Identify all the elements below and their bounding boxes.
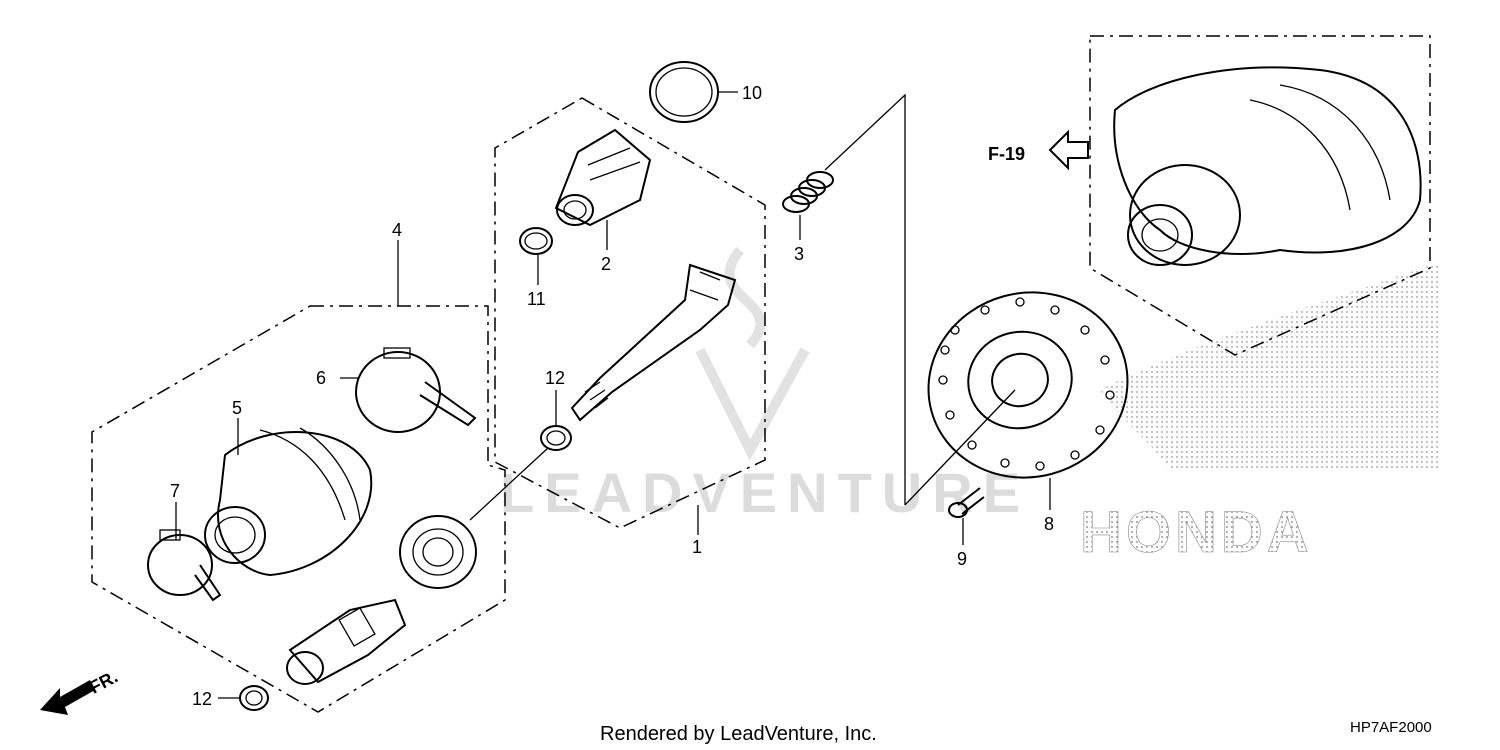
callout-8: 8 bbox=[1044, 514, 1054, 534]
band-6 bbox=[355, 347, 477, 433]
final-gear-case bbox=[1113, 66, 1422, 266]
watermark-logo bbox=[695, 246, 810, 461]
callout-4: 4 bbox=[392, 220, 402, 240]
propeller-shaft-1 bbox=[570, 263, 737, 422]
boot-2 bbox=[554, 128, 652, 227]
honda-wing-logo: HONDA bbox=[1080, 262, 1440, 565]
assembly-outline-1 bbox=[494, 97, 766, 529]
band-7 bbox=[147, 529, 222, 602]
washer-12-upper bbox=[540, 425, 572, 451]
washer-11 bbox=[519, 227, 553, 255]
brake-disc-8 bbox=[927, 291, 1129, 479]
callout-12-upper: 12 bbox=[545, 368, 565, 388]
spring-3 bbox=[782, 171, 834, 213]
callout-2: 2 bbox=[601, 254, 611, 274]
final-gear-case-frame bbox=[1089, 35, 1431, 356]
washer-12-lower bbox=[239, 685, 269, 711]
boot-5 bbox=[204, 427, 373, 577]
universal-joint bbox=[286, 598, 407, 685]
assembly-outline-4 bbox=[91, 305, 506, 713]
leader-lines bbox=[175, 91, 1051, 699]
reference-label: F-19 bbox=[988, 144, 1025, 164]
bolt-9 bbox=[948, 487, 985, 518]
watermark-text: LEADVENTURE bbox=[500, 461, 1030, 524]
front-direction-arrow: FR. bbox=[40, 666, 121, 715]
diagram-code: HP7AF2000 bbox=[1350, 719, 1432, 736]
callout-3: 3 bbox=[794, 244, 804, 264]
callout-6: 6 bbox=[316, 368, 326, 388]
o-ring-10 bbox=[649, 61, 719, 123]
callout-12-lower: 12 bbox=[192, 689, 212, 709]
front-marker-label: FR. bbox=[86, 666, 121, 697]
reference-arrow-f19: F-19 bbox=[988, 129, 1089, 171]
callout-1: 1 bbox=[692, 537, 702, 557]
callout-10: 10 bbox=[742, 83, 762, 103]
callout-11: 11 bbox=[527, 289, 546, 309]
seal-bearing bbox=[399, 515, 477, 589]
callout-7: 7 bbox=[170, 481, 180, 501]
callout-9: 9 bbox=[957, 549, 967, 569]
callout-5: 5 bbox=[232, 398, 242, 418]
honda-brand-text: HONDA bbox=[1080, 500, 1313, 565]
rendered-by-text: Rendered by LeadVenture, Inc. bbox=[600, 723, 877, 745]
